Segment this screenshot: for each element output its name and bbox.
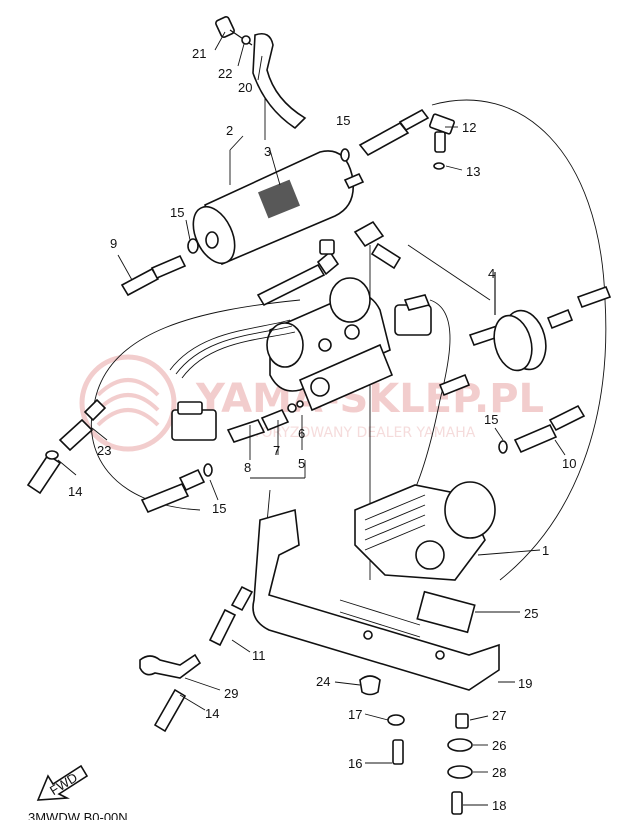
callout-29: 29 bbox=[224, 686, 238, 701]
fuel-block-5 bbox=[266, 277, 432, 412]
callout-2: 2 bbox=[226, 123, 233, 138]
callout-26: 26 bbox=[492, 738, 506, 753]
callout-15-right: 15 bbox=[484, 412, 498, 427]
leader-lines bbox=[57, 31, 566, 806]
bracket-20 bbox=[215, 16, 307, 130]
footer-code: 3MWDW B0-00N bbox=[28, 810, 128, 820]
callout-10: 10 bbox=[562, 456, 576, 471]
callout-6: 6 bbox=[298, 426, 305, 441]
fuel-filter-4 bbox=[493, 272, 547, 372]
callout-9: 9 bbox=[110, 236, 117, 251]
hose-tubes bbox=[256, 220, 612, 397]
callout-11: 11 bbox=[252, 648, 266, 663]
fuel-pump-2 bbox=[192, 150, 365, 266]
watermark-logo bbox=[79, 354, 177, 452]
callout-1: 1 bbox=[542, 543, 549, 558]
callout-15-left: 15 bbox=[170, 205, 184, 220]
callout-20: 20 bbox=[238, 80, 252, 95]
callout-16: 16 bbox=[348, 756, 362, 771]
callout-25: 25 bbox=[524, 606, 538, 621]
pump-motor-1 bbox=[354, 481, 496, 581]
callout-13: 13 bbox=[466, 164, 480, 179]
callout-12: 12 bbox=[462, 120, 476, 135]
callout-22: 22 bbox=[218, 66, 232, 81]
callout-4: 4 bbox=[488, 266, 495, 281]
hose-fitting-11 bbox=[208, 585, 254, 647]
hose-fitting-15 bbox=[140, 463, 213, 514]
hose-fitting-9 bbox=[120, 238, 199, 297]
hose-fitting-top bbox=[340, 108, 430, 162]
callout-21: 21 bbox=[192, 46, 206, 61]
callout-14-left: 14 bbox=[68, 484, 82, 499]
watermark-sub: AUTORYZOWANY DEALER YAMAHA bbox=[233, 425, 476, 441]
callout-27: 27 bbox=[492, 708, 506, 723]
union-bolt-12 bbox=[429, 113, 455, 170]
clamp-29 bbox=[139, 653, 202, 733]
fitting-stack-6-7-8 bbox=[226, 400, 304, 443]
callout-14-bottom: 14 bbox=[205, 706, 219, 721]
callout-28: 28 bbox=[492, 765, 506, 780]
callout-19: 19 bbox=[518, 676, 532, 691]
callout-17: 17 bbox=[348, 707, 362, 722]
hose-fitting-10 bbox=[498, 404, 586, 454]
callout-5: 5 bbox=[298, 456, 305, 471]
callout-7: 7 bbox=[273, 443, 280, 458]
callout-18: 18 bbox=[492, 798, 506, 813]
callout-23: 23 bbox=[97, 443, 111, 458]
hardware bbox=[359, 675, 473, 815]
hose-end-23 bbox=[26, 398, 107, 495]
callout-15-bottom: 15 bbox=[212, 501, 226, 516]
callout-24: 24 bbox=[316, 674, 330, 689]
callout-15-top: 15 bbox=[336, 113, 350, 128]
mount-plate-19 bbox=[252, 508, 500, 691]
fwd-arrow: FWD bbox=[36, 764, 89, 801]
callouts: 21 22 20 2 3 15 12 13 15 9 4 15 10 23 14… bbox=[68, 46, 576, 813]
callout-3: 3 bbox=[264, 144, 271, 159]
wire-harness bbox=[169, 319, 296, 441]
callout-8: 8 bbox=[244, 460, 251, 475]
